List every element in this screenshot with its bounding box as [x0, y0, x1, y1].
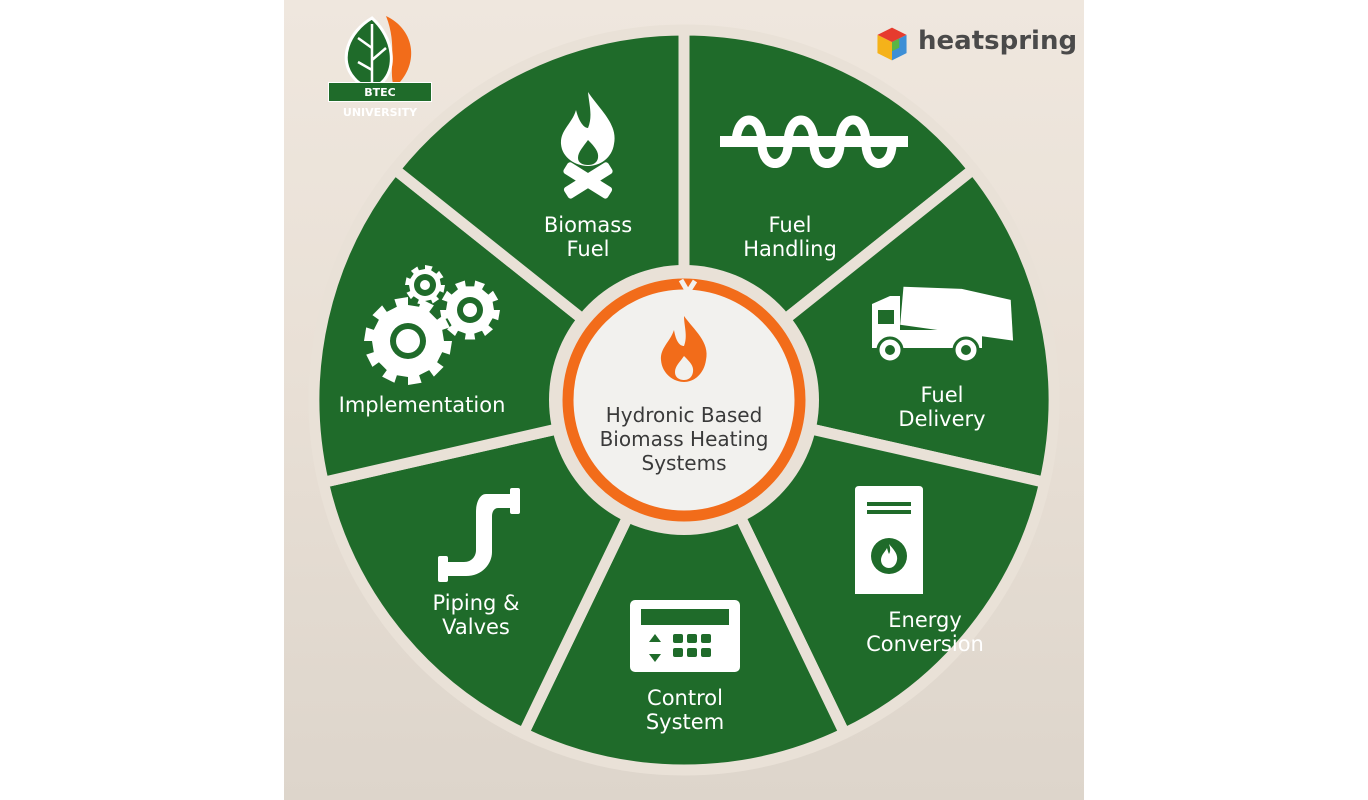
heatspring-cube-icon — [877, 27, 907, 61]
auger-icon — [720, 115, 908, 168]
segment-label-implementation: Implementation — [339, 393, 506, 417]
segment-label-biomass-fuel: Biomass — [544, 213, 632, 237]
biomass-wheel-diagram: Hydronic Based Biomass Heating Systems — [308, 24, 1060, 776]
center-flame-icon — [660, 316, 707, 382]
segment-label-fuel-delivery: Delivery — [898, 407, 985, 431]
heatspring-wordmark: heatspring — [918, 26, 1078, 56]
segment-label-energy-conversion: Energy — [888, 608, 962, 632]
segment-label-fuel-handling: Handling — [743, 237, 837, 261]
control-panel-icon — [630, 600, 740, 672]
gears-icon — [364, 265, 500, 385]
infographic-panel: Hydronic Based Biomass Heating Systems — [284, 0, 1084, 800]
btec-logo-text: BTEC UNIVERSITY — [328, 82, 432, 119]
center-title-line-2: Biomass Heating — [600, 427, 769, 451]
pipe-icon — [438, 488, 520, 582]
center-title-line-1: Hydronic Based — [606, 403, 763, 427]
boiler-icon — [855, 486, 923, 594]
segments-layer — [308, 24, 1060, 776]
segment-label-biomass-fuel: Fuel — [567, 237, 610, 261]
segment-label-control-system: System — [646, 710, 724, 734]
orange-ring — [562, 278, 806, 522]
segment-label-energy-conversion: Conversion — [866, 632, 984, 656]
center-title-line-3: Systems — [642, 451, 727, 475]
campfire-icon — [560, 92, 615, 199]
btec-leaf-logo — [344, 16, 412, 88]
segment-label-fuel-handling: Fuel — [769, 213, 812, 237]
segment-label-piping-valves: Valves — [442, 615, 510, 639]
segment-label-fuel-delivery: Fuel — [921, 383, 964, 407]
segment-label-piping-valves: Piping & — [433, 591, 520, 615]
segment-label-control-system: Control — [647, 686, 723, 710]
truck-icon — [872, 286, 1014, 364]
ring-arrow — [678, 278, 698, 297]
center-hub: Hydronic Based Biomass Heating Systems — [549, 265, 819, 535]
